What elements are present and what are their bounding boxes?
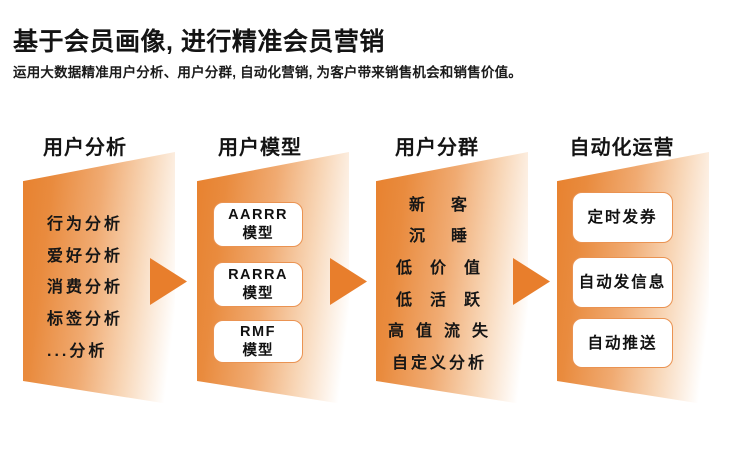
user-analysis-list: 行为分析 爱好分析 消费分析 标签分析 ...分析 bbox=[47, 206, 123, 365]
list-item: 消费分析 bbox=[47, 279, 124, 297]
page-subtitle: 运用大数据精准用户分析、用户分群, 自动化营销, 为客户带来销售机会和销售价值。 bbox=[13, 65, 523, 80]
user-segment-list: 新客 沉睡 低价值 低活跃 高值流失 自定义分析 bbox=[388, 187, 501, 377]
panel-user-analysis bbox=[23, 152, 175, 405]
list-item: 爱好分析 bbox=[47, 247, 124, 265]
column-header-user-analysis: 用户分析 bbox=[43, 137, 127, 159]
card-label: RMF bbox=[240, 323, 276, 340]
column-header-user-segment: 用户分群 bbox=[395, 137, 479, 159]
list-item: 沉睡 bbox=[409, 228, 494, 246]
card-label: AARRR bbox=[228, 206, 288, 223]
column-header-automation: 自动化运营 bbox=[569, 137, 675, 159]
card-label: 模型 bbox=[242, 225, 274, 242]
card-label: 定时发券 bbox=[587, 209, 658, 226]
flow-arrow-icon bbox=[513, 258, 550, 305]
list-item: 高值流失 bbox=[388, 323, 501, 341]
model-card-rmf: RMF 模型 bbox=[213, 320, 303, 363]
list-item: ...分析 bbox=[47, 343, 108, 361]
list-item: 新客 bbox=[409, 196, 494, 214]
list-item: 低价值 bbox=[396, 259, 499, 277]
list-item: 标签分析 bbox=[47, 311, 124, 329]
page-title: 基于会员画像, 进行精准会员营销 bbox=[13, 28, 385, 56]
automation-card-timed-coupon: 定时发券 bbox=[572, 192, 673, 243]
list-item: 行为分析 bbox=[47, 215, 124, 233]
card-label: 模型 bbox=[242, 285, 274, 302]
model-card-rarra: RARRA 模型 bbox=[213, 262, 303, 307]
list-item: 低活跃 bbox=[396, 291, 499, 309]
model-card-aarrr: AARRR 模型 bbox=[213, 202, 303, 247]
automation-card-auto-push: 自动推送 bbox=[572, 318, 673, 368]
card-label: RARRA bbox=[228, 266, 288, 283]
card-label: 自动推送 bbox=[587, 334, 658, 352]
automation-card-auto-message: 自动发信息 bbox=[572, 257, 673, 308]
panel-user-segment bbox=[376, 152, 528, 405]
list-item: 自定义分析 bbox=[392, 354, 488, 372]
column-header-user-model: 用户模型 bbox=[218, 137, 302, 159]
card-label: 自动发信息 bbox=[578, 274, 667, 291]
card-label: 模型 bbox=[242, 342, 274, 359]
